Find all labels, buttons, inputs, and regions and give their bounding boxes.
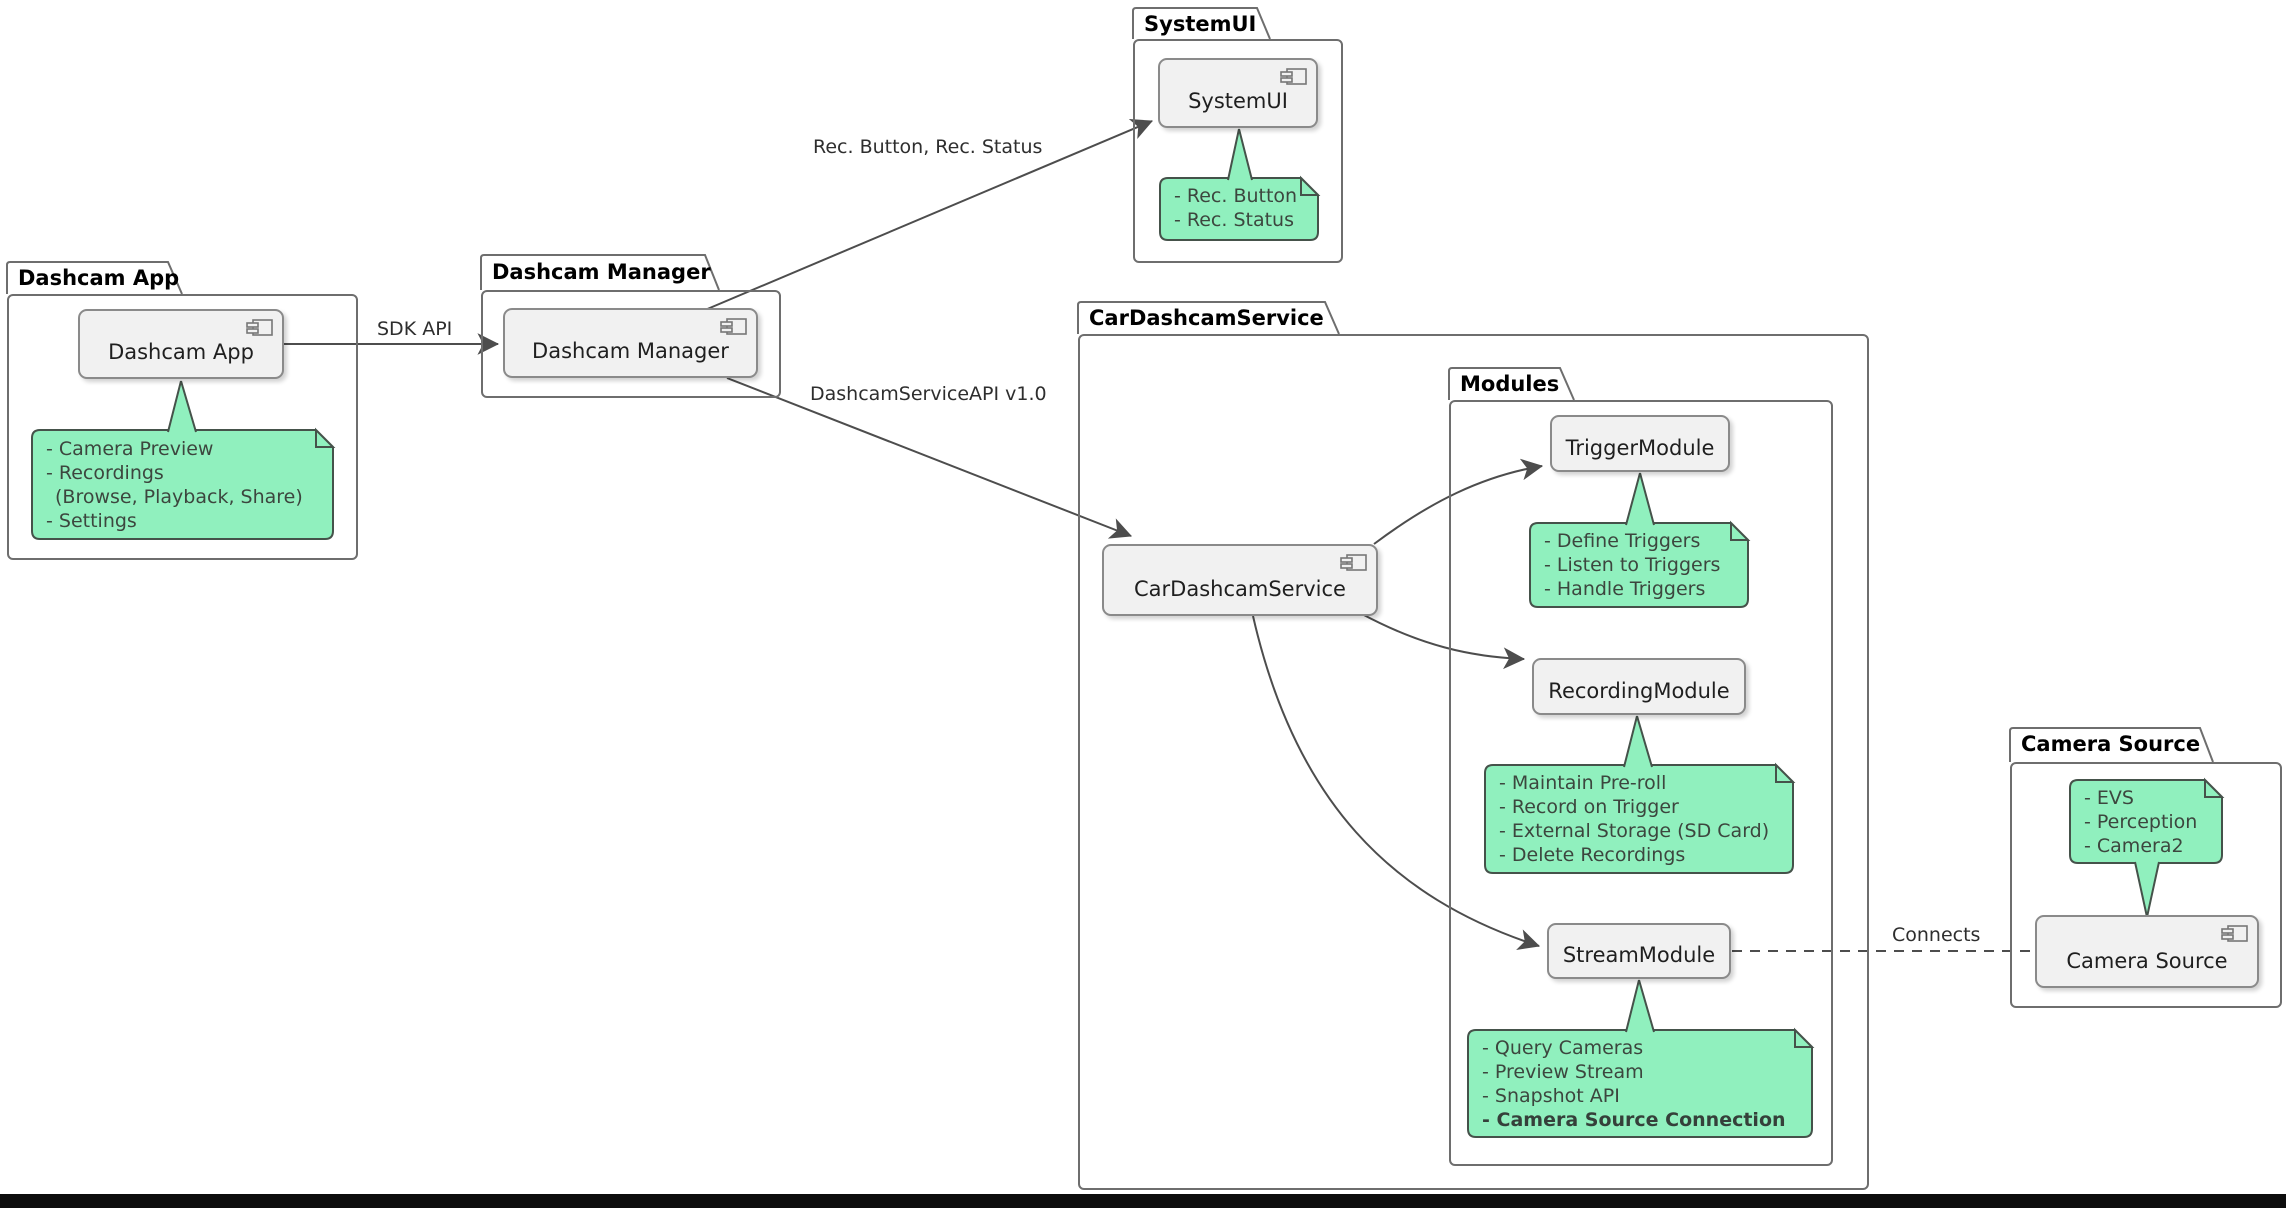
note-line: - EVS (2084, 787, 2134, 809)
package-dashcam-app (7, 294, 358, 560)
note-line: - Handle Triggers (1544, 578, 1706, 600)
note-line: - Recordings (46, 462, 164, 484)
note-line: - Delete Recordings (1499, 844, 1686, 866)
component-icon (720, 318, 747, 335)
package-systemui (1133, 39, 1343, 263)
note-line: - Rec. Button (1174, 185, 1298, 207)
note-line: - Snapshot API (1482, 1085, 1620, 1107)
component-label: Dashcam App (108, 340, 254, 364)
component-label: SystemUI (1188, 89, 1288, 113)
package-title-systemui: SystemUI (1144, 12, 1257, 36)
note-line: - Settings (46, 510, 137, 532)
edge-label-service-api: DashcamServiceAPI v1.0 (810, 383, 1047, 405)
package-modules (1449, 400, 1833, 1166)
note-line: - Camera Preview (46, 438, 214, 460)
note-dashcam-app: - Camera Preview - Recordings (Browse, P… (46, 437, 303, 533)
package-title-modules: Modules (1460, 372, 1560, 396)
component-icon (1280, 68, 1307, 85)
component-icon (246, 319, 273, 336)
edge-label-connects: Connects (1892, 924, 1981, 946)
note-line: - Camera Source Connection (1482, 1109, 1786, 1131)
component-label: StreamModule (1562, 943, 1716, 967)
component-camera-source: Camera Source (2035, 915, 2259, 988)
note-line: - Rec. Status (1174, 209, 1295, 231)
component-systemui: SystemUI (1158, 58, 1318, 128)
note-triggermodule: - Define Triggers - Listen to Triggers -… (1544, 529, 1720, 601)
note-line: - Query Cameras (1482, 1037, 1644, 1059)
component-dashcam-manager: Dashcam Manager (503, 308, 758, 378)
component-label: TriggerModule (1565, 436, 1715, 460)
package-title-dashcam-app: Dashcam App (18, 266, 180, 290)
note-line: (Browse, Playback, Share) (55, 486, 303, 508)
note-line: - Listen to Triggers (1544, 554, 1721, 576)
component-triggermodule: TriggerModule (1550, 415, 1730, 472)
note-line: - External Storage (SD Card) (1499, 820, 1770, 842)
note-line: - Preview Stream (1482, 1061, 1644, 1083)
component-icon (1340, 554, 1367, 571)
package-title-dashcam-manager: Dashcam Manager (492, 260, 711, 284)
edge-label-sdk-api: SDK API (377, 318, 453, 340)
component-dashcam-app: Dashcam App (78, 309, 284, 379)
component-label: Camera Source (2066, 949, 2228, 973)
component-label: RecordingModule (1548, 679, 1730, 703)
component-label: Dashcam Manager (532, 339, 729, 363)
bottom-bar (0, 1194, 2286, 1208)
edge-label-rec: Rec. Button, Rec. Status (813, 136, 1043, 158)
note-camera-source: - EVS - Perception - Camera2 (2084, 786, 2197, 858)
package-cardashcamservice (1078, 334, 1869, 1190)
package-dashcam-manager (481, 290, 781, 398)
note-line: - Camera2 (2084, 835, 2184, 857)
package-title-camera-source: Camera Source (2021, 732, 2201, 756)
note-line: - Perception (2084, 811, 2198, 833)
note-recordingmodule: - Maintain Pre-roll - Record on Trigger … (1499, 771, 1769, 867)
note-line: - Maintain Pre-roll (1499, 772, 1667, 794)
note-systemui: - Rec. Button - Rec. Status (1174, 184, 1297, 232)
note-line: - Define Triggers (1544, 530, 1701, 552)
component-recordingmodule: RecordingModule (1532, 658, 1746, 715)
component-streammodule: StreamModule (1547, 923, 1731, 979)
component-label: CarDashcamService (1134, 577, 1346, 601)
component-cardashcamservice: CarDashcamService (1102, 544, 1378, 616)
package-title-cardashcamservice: CarDashcamService (1089, 306, 1324, 330)
package-camera-source (2010, 762, 2282, 1008)
component-icon (2221, 925, 2248, 942)
note-streammodule: - Query Cameras - Preview Stream - Snaps… (1482, 1036, 1786, 1132)
note-line: - Record on Trigger (1499, 796, 1679, 818)
